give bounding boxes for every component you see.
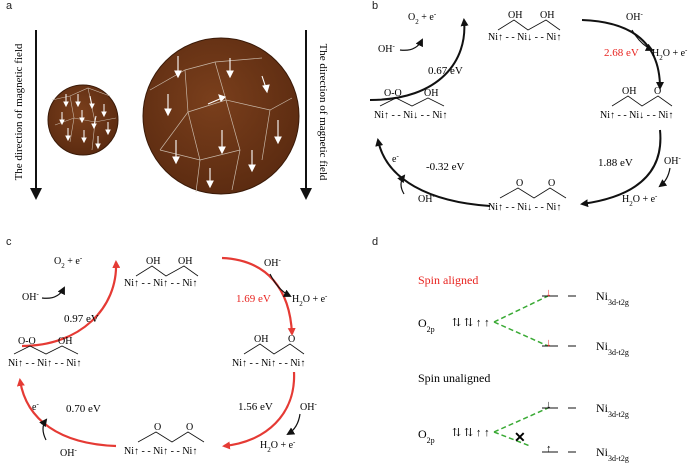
svg-text:OH: OH [146,256,160,267]
energy-b-3: 1.88 eV [598,157,633,169]
species-oh-in-2: OH- [626,10,643,23]
svg-text:OH-: OH- [300,400,317,413]
svg-text:O: O [154,422,161,433]
svg-text:Ni↑ - - Ni↓ - - Ni↑: Ni↑ - - Ni↓ - - Ni↑ [374,110,447,121]
structure-b-right: OH O Ni↑ - - Ni↓ - - Ni↑ [600,86,673,121]
energy-b-4: -0.32 eV [426,161,465,173]
spin-unaligned-title: Spin unaligned [418,371,490,385]
svg-text:e-: e- [32,400,39,413]
ni-level-1: Ni3d-t2g [596,289,629,307]
svg-text:OH: OH [508,10,522,21]
panel-b-cycle: OH- O2 + e- 0.67 eV OH- 2.68 eV H2O + e-… [369,10,688,213]
svg-text:O: O [516,178,523,189]
cycle-arrow-top-left [369,18,469,101]
svg-text:O-O: O-O [18,336,36,347]
svg-text:↓: ↓ [546,399,552,411]
energy-b-1: 0.67 eV [428,65,463,77]
svg-text:OH: OH [424,88,438,99]
species-oh-in-3: OH- [664,154,681,167]
svg-text:OH-: OH- [60,446,77,459]
svg-text:O2 + e-: O2 + e- [54,254,83,270]
structure-b-bottom: O O Ni↑ - - Ni↓ - - Ni↑ [488,178,567,213]
structure-b-top: OH OH Ni↑ - - Ni↓ - - Ni↑ [488,10,561,43]
svg-text:O: O [548,178,555,189]
ni-level-3: Ni3d-t2g [596,401,629,419]
small-grain-disc [47,84,119,156]
panel-label-c: c [6,236,12,248]
svg-text:Ni↑ - - Ni↑ - - Ni↑: Ni↑ - - Ni↑ - - Ni↑ [124,446,197,457]
svg-text:OH: OH [622,86,636,97]
arrowhead-icon [300,188,312,200]
species-h2o-out-1: H2O + e- [652,46,688,62]
large-grain-disc [142,37,300,195]
panel-label-b: b [372,0,379,12]
energy-c-1: 0.97 eV [64,313,99,325]
structure-c-top: OH OH Ni↑ - - Ni↑ - - Ni↑ [124,256,199,289]
svg-text:OH: OH [178,256,192,267]
structure-b-left: O-O OH Ni↑ - - Ni↓ - - Ni↑ [374,88,447,121]
energy-c-4: 0.70 eV [66,403,101,415]
svg-text:Ni↑ - - Ni↓ - - Ni↑: Ni↑ - - Ni↓ - - Ni↑ [488,32,561,43]
arrowhead-icon [30,188,42,200]
energy-c-3: 1.56 eV [238,401,273,413]
o2p-spins-unaligned: ⇅ ⇅ ↑ ↑ [452,427,490,439]
svg-text:Ni↑ - - Ni↑ - - Ni↑: Ni↑ - - Ni↑ - - Ni↑ [232,358,305,369]
svg-text:OH: OH [540,10,554,21]
ni-level-4: Ni3d-t2g [596,445,629,463]
svg-text:H2O + e-: H2O + e- [260,438,296,454]
panel-d-energy-diagram: Spin aligned O2p ⇅ ⇅ ↑ ↑ ↓ Ni3d-t2g ↓ Ni… [418,273,629,463]
svg-text:OH: OH [254,334,268,345]
spin-aligned-title: Spin aligned [418,273,478,287]
svg-text:↓: ↓ [546,337,552,349]
svg-text:OH: OH [58,336,72,347]
cycle-arrow-c-bottom-left [16,378,117,448]
cycle-arrow-c-bottom-right [222,371,296,450]
axis-label-right: The direction of magnetic field [317,44,329,181]
cycle-arrow-top-right [581,19,664,90]
panel-c-cycle: OH- O2 + e- 0.97 eV OH- 1.69 eV H2O + e-… [8,254,328,459]
species-oh-in-4: OH- [418,192,435,205]
panel-label-d: d [372,236,379,248]
svg-text:Ni↑ - - Ni↓ - - Ni↑: Ni↑ - - Ni↓ - - Ni↑ [600,110,673,121]
cross-icon: ✕ [514,431,526,446]
species-h2o-out-2: H2O + e- [622,192,658,208]
species-e-out: e- [392,152,399,165]
panel-a-diagram: The direction of magnetic field The dire… [13,30,329,200]
svg-text:O: O [288,334,295,345]
svg-text:H2O + e-: H2O + e- [292,292,328,308]
o2p-label-aligned: O2p [418,316,435,334]
o2p-spins-aligned: ⇅ ⇅ ↑ ↑ [452,317,490,329]
cycle-arrow-bottom-right [580,129,662,208]
energy-b-2: 2.68 eV [604,47,639,59]
structure-c-left: O-O OH Ni↑ - - Ni↑ - - Ni↑ [8,336,81,369]
structure-c-right: OH O Ni↑ - - Ni↑ - - Ni↑ [232,334,305,369]
svg-text:↑: ↑ [546,443,552,455]
svg-text:O: O [186,422,193,433]
cycle-arrow-bottom-left [375,138,491,207]
svg-text:O-O: O-O [384,88,402,99]
species-oh-in-1: OH- [378,42,395,55]
svg-text:Ni↑ - - Ni↑ - - Ni↑: Ni↑ - - Ni↑ - - Ni↑ [8,358,81,369]
svg-text:OH-: OH- [22,290,39,303]
ni-level-2: Ni3d-t2g [596,339,629,357]
energy-c-2: 1.69 eV [236,293,271,305]
svg-text:Ni↑ - - Ni↓ - - Ni↑: Ni↑ - - Ni↓ - - Ni↑ [488,202,561,213]
axis-label-left: The direction of magnetic field [13,43,25,180]
svg-text:O: O [654,86,661,97]
o2p-label-unaligned: O2p [418,427,435,445]
structure-c-bottom: O O Ni↑ - - Ni↑ - - Ni↑ [124,422,205,457]
svg-text:Ni↑ - - Ni↑ - - Ni↑: Ni↑ - - Ni↑ - - Ni↑ [124,278,197,289]
species-o2-out: O2 + e- [408,10,437,26]
svg-text:OH-: OH- [264,256,281,269]
cycle-arrow-c-top-left [21,260,121,348]
panel-label-a: a [6,0,13,12]
svg-text:↓: ↓ [546,287,552,299]
